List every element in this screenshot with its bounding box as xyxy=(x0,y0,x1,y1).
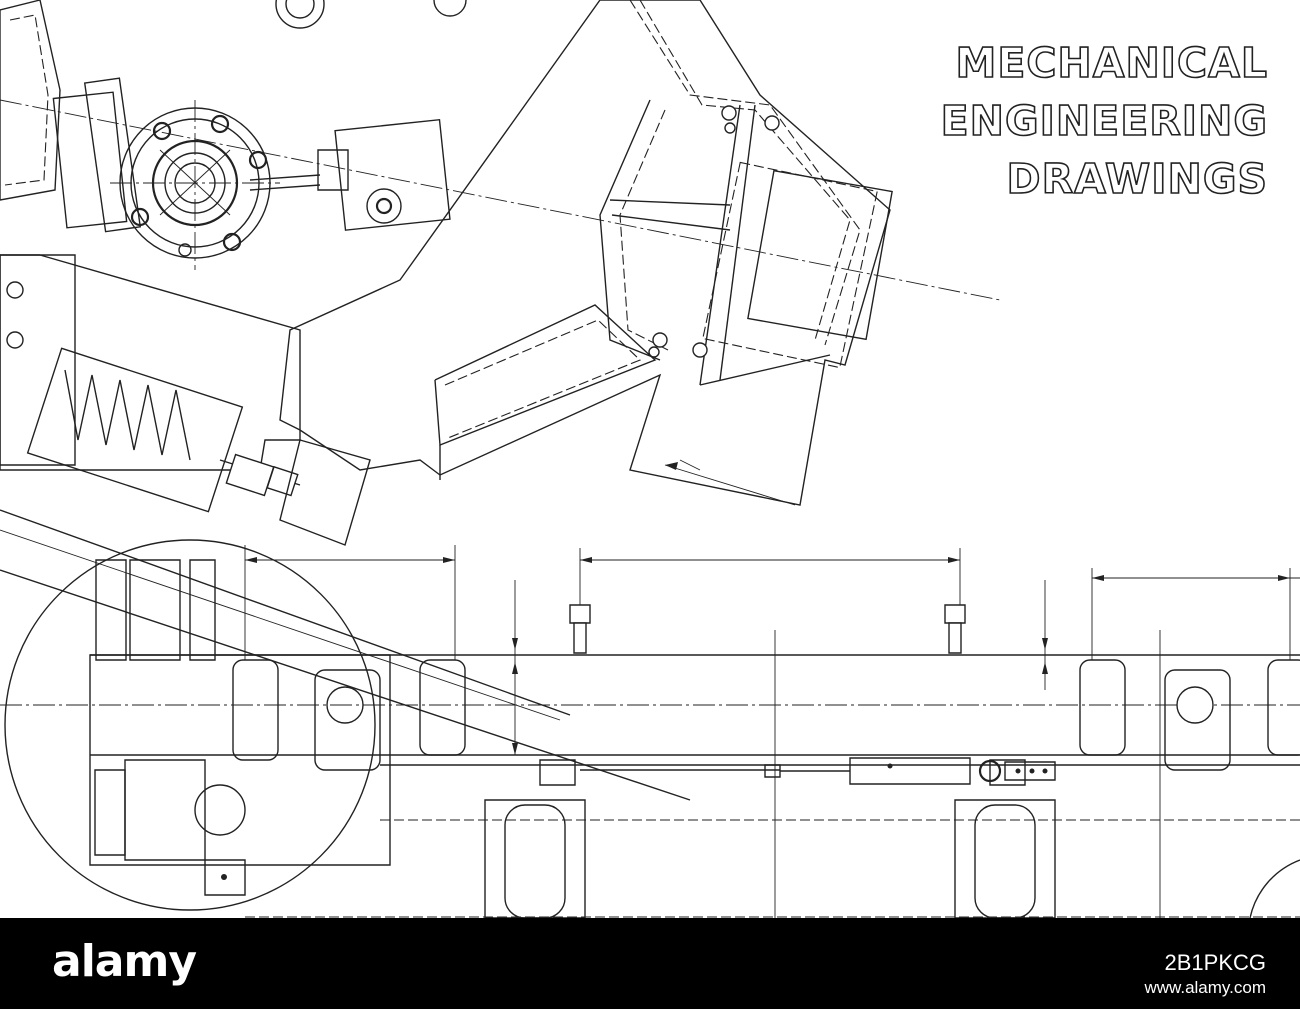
title-line-1: MECHANICAL xyxy=(955,38,1268,88)
watermark-footer: alamy 2B1PKCG www.alamy.com xyxy=(0,918,1300,1009)
alamy-logo: alamy xyxy=(52,936,197,987)
engineering-drawing xyxy=(0,0,1300,918)
drawing-title: MECHANICAL ENGINEERING DRAWINGS xyxy=(940,34,1268,208)
flanged-valve xyxy=(110,0,466,270)
title-line-2: ENGINEERING xyxy=(940,96,1268,146)
spring-assembly xyxy=(0,0,690,800)
image-id-label: 2B1PKCG xyxy=(1164,950,1267,975)
drawing-canvas xyxy=(0,0,1300,918)
title-line-3: DRAWINGS xyxy=(1006,154,1268,204)
beam-assembly xyxy=(0,605,1300,918)
detail-view-circle xyxy=(5,540,390,910)
duct-elbow xyxy=(280,0,892,505)
dimension-lines xyxy=(245,545,1300,918)
footer-url-label: www.alamy.com xyxy=(1144,978,1266,997)
